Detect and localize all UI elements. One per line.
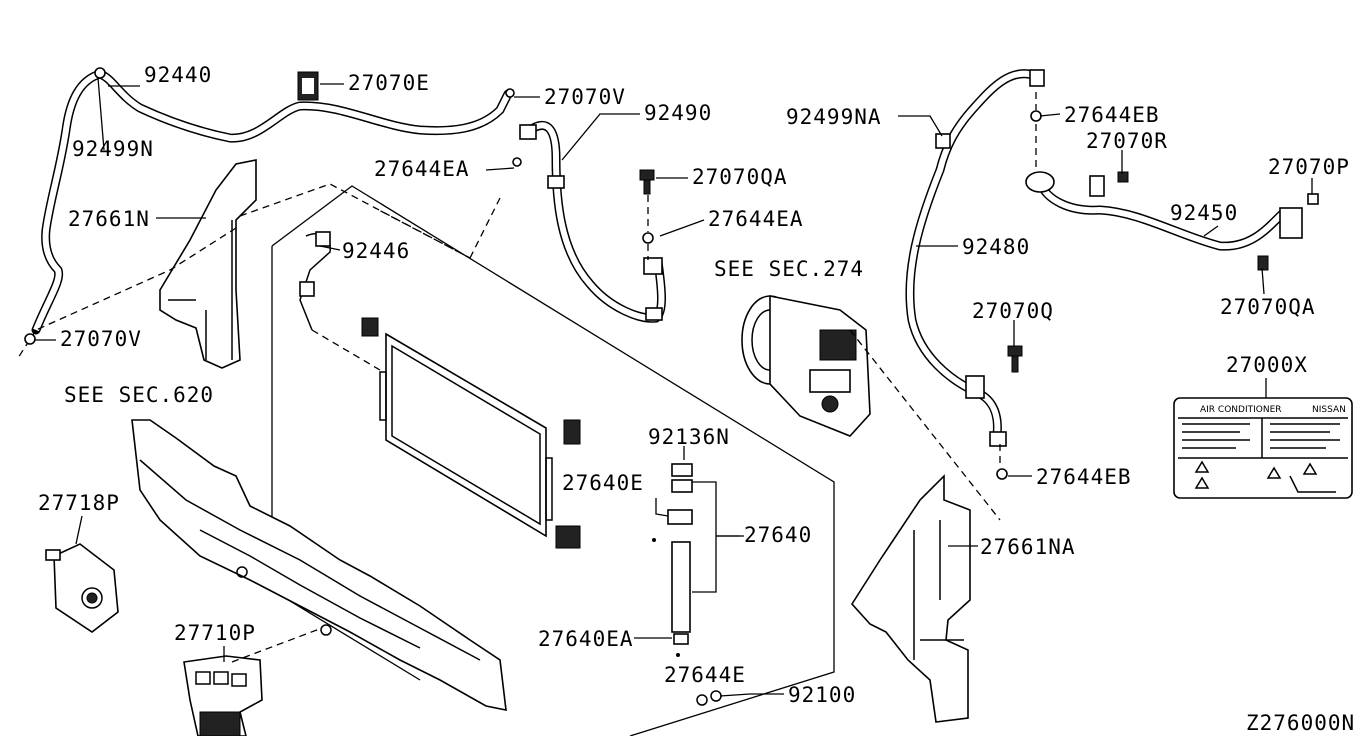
label-27644eb-top: 27644EB xyxy=(1064,103,1160,127)
label-27640: 27640 xyxy=(744,523,812,547)
label-see-sec-274: SEE SEC.274 xyxy=(714,257,864,281)
pressure-sensor-icon xyxy=(45,543,119,633)
hose-92480-icon xyxy=(905,69,1045,447)
air-deflector-27661n-icon xyxy=(35,159,257,369)
bumper-reinforcement-icon xyxy=(131,419,507,712)
label-27644e: 27644E xyxy=(664,663,746,687)
label-27661n: 27661N xyxy=(68,207,150,231)
label-27644eb-bottom: 27644EB xyxy=(1036,465,1132,489)
label-27661na: 27661NA xyxy=(980,535,1076,559)
label-27070p: 27070P xyxy=(1268,155,1350,179)
label-92446: 92446 xyxy=(342,239,410,263)
label-27070v-top: 27070V xyxy=(544,85,626,109)
bolt-27070q-icon xyxy=(1007,345,1023,373)
label-92499n: 92499N xyxy=(72,137,154,161)
label-92100: 92100 xyxy=(788,683,856,707)
label-27070v-left: 27070V xyxy=(60,327,142,351)
label-27644ea-mid: 27644EA xyxy=(708,207,804,231)
label-92136n: 92136N xyxy=(648,425,730,449)
label-27070qa-right: 27070QA xyxy=(1220,295,1316,319)
label-27718p: 27718P xyxy=(38,491,120,515)
hose-92440-icon xyxy=(17,67,515,359)
label-27644ea-top: 27644EA xyxy=(374,157,470,181)
warning-label-brand: NISSAN xyxy=(1312,405,1346,415)
label-92499na: 92499NA xyxy=(786,105,882,129)
label-27710p: 27710P xyxy=(174,621,256,645)
air-deflector-27661na-icon xyxy=(850,474,971,723)
diagram-code: Z276000N xyxy=(1246,711,1355,735)
condenser-icon xyxy=(299,231,581,549)
label-92450: 92450 xyxy=(1170,201,1238,225)
label-27640e: 27640E xyxy=(562,471,644,495)
label-27640ea: 27640EA xyxy=(538,627,634,651)
label-27070e: 27070E xyxy=(348,71,430,95)
warning-label-icon: AIR CONDITIONER NISSAN xyxy=(1173,397,1353,499)
o-ring-27644ea-icon xyxy=(512,157,522,167)
receiver-drier-icon xyxy=(652,463,740,706)
bracket-27070e-icon xyxy=(297,71,319,101)
leader-lines xyxy=(34,77,1313,697)
warning-label-title: AIR CONDITIONER xyxy=(1200,405,1282,415)
hose-92490-icon xyxy=(519,120,666,323)
label-27070r: 27070R xyxy=(1086,129,1168,153)
o-ring-27644eb-bottom-icon xyxy=(996,444,1008,480)
hose-92450-icon xyxy=(1025,92,1319,271)
label-92440: 92440 xyxy=(144,63,212,87)
bolt-27070qa-icon xyxy=(639,169,655,260)
label-92490: 92490 xyxy=(644,101,712,125)
label-92480: 92480 xyxy=(962,235,1030,259)
label-see-sec-620: SEE SEC.620 xyxy=(64,383,214,407)
bracket-27710p-icon xyxy=(183,627,323,736)
label-27070q: 27070Q xyxy=(972,299,1054,323)
label-27070qa-top: 27070QA xyxy=(692,165,788,189)
label-27000x: 27000X xyxy=(1226,353,1308,377)
compressor-icon xyxy=(741,295,1001,521)
